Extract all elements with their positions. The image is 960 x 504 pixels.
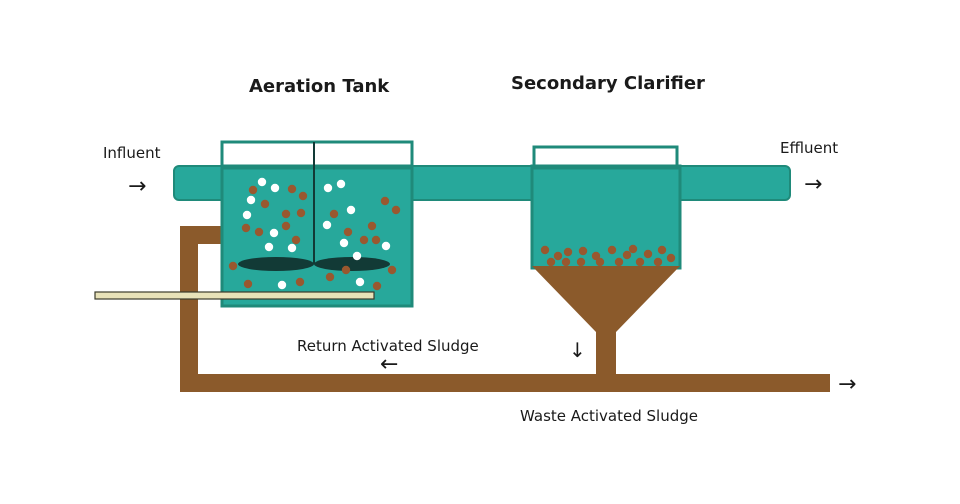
settled-floc [614, 257, 624, 267]
clarifier-down-arrow-icon: ↓ [569, 338, 586, 362]
sludge-floc [391, 205, 401, 215]
waste-out-arrow-icon: → [838, 372, 856, 397]
sludge-floc [380, 196, 390, 206]
settled-floc [546, 257, 556, 267]
air-bubble [339, 238, 349, 248]
sludge-floc [325, 272, 335, 282]
sludge-floc [295, 277, 305, 287]
return-sludge-label: Return Activated Sludge [297, 337, 479, 355]
air-bubble [322, 220, 332, 230]
air-bubble [352, 251, 362, 261]
clarifier-rim [532, 145, 679, 170]
settled-floc [653, 257, 663, 267]
sludge-floc [228, 261, 238, 271]
sludge-floc [341, 265, 351, 275]
sludge-floc [281, 221, 291, 231]
sludge-floc [296, 208, 306, 218]
sludge-floc [241, 223, 251, 233]
settled-floc [635, 257, 645, 267]
air-bubble [323, 183, 333, 193]
return-sludge-riser [180, 226, 198, 392]
sludge-floc [387, 265, 397, 275]
clarifier-hopper [532, 266, 680, 332]
settled-floc [607, 245, 617, 255]
sludge-floc [329, 209, 339, 219]
sludge-floc [260, 199, 270, 209]
sludge-floc [359, 235, 369, 245]
air-bubble [270, 183, 280, 193]
air-bubble [277, 280, 287, 290]
settled-floc [578, 246, 588, 256]
air-bubble [257, 177, 267, 187]
air-bubble [381, 241, 391, 251]
sludge-floc [291, 235, 301, 245]
clarifier-settled-particles [540, 244, 676, 267]
settled-floc [595, 257, 605, 267]
waste-sludge-label: Waste Activated Sludge [520, 407, 698, 425]
air-bubble [246, 195, 256, 205]
sludge-floc [248, 185, 258, 195]
sludge-floc [367, 221, 377, 231]
effluent-arrow-icon: → [804, 172, 822, 197]
settled-floc [561, 257, 571, 267]
settled-floc [666, 253, 676, 263]
sludge-floc [281, 209, 291, 219]
influent-label: Influent [103, 144, 161, 162]
settled-floc [657, 245, 667, 255]
effluent-label: Effluent [780, 139, 838, 157]
return-sludge-arrow-icon: ← [380, 352, 398, 377]
secondary-clarifier-title: Secondary Clarifier [511, 73, 705, 94]
air-bubble [346, 205, 356, 215]
air-bubble [264, 242, 274, 252]
aeration-particles [228, 177, 401, 291]
sludge-floc [287, 184, 297, 194]
sludge-floc [372, 281, 382, 291]
mixer-blade-left [238, 257, 314, 271]
sludge-floc [343, 227, 353, 237]
air-supply-pipe [94, 291, 375, 300]
settled-floc [591, 251, 601, 261]
settled-floc [540, 245, 550, 255]
settled-floc [553, 251, 563, 261]
air-bubble [336, 179, 346, 189]
air-bubble [242, 210, 252, 220]
aeration-tank-title: Aeration Tank [249, 76, 390, 97]
aeration-tank-rim [220, 140, 414, 170]
air-bubble [355, 277, 365, 287]
air-bubble [269, 228, 279, 238]
sludge-floc [371, 235, 381, 245]
clarifier-body [530, 164, 682, 270]
settled-floc [622, 250, 632, 260]
aeration-tank [220, 140, 414, 308]
settled-floc [628, 244, 638, 254]
sludge-floc [298, 191, 308, 201]
influent-arrow-icon: → [128, 174, 146, 199]
mixer-blade-right [314, 257, 390, 271]
settled-floc [643, 249, 653, 259]
settled-floc [563, 247, 573, 257]
sludge-floc [254, 227, 264, 237]
sludge-bottom-line [180, 374, 830, 392]
settled-floc [576, 257, 586, 267]
sludge-floc [243, 279, 253, 289]
air-bubble [287, 243, 297, 253]
secondary-clarifier [530, 145, 682, 332]
